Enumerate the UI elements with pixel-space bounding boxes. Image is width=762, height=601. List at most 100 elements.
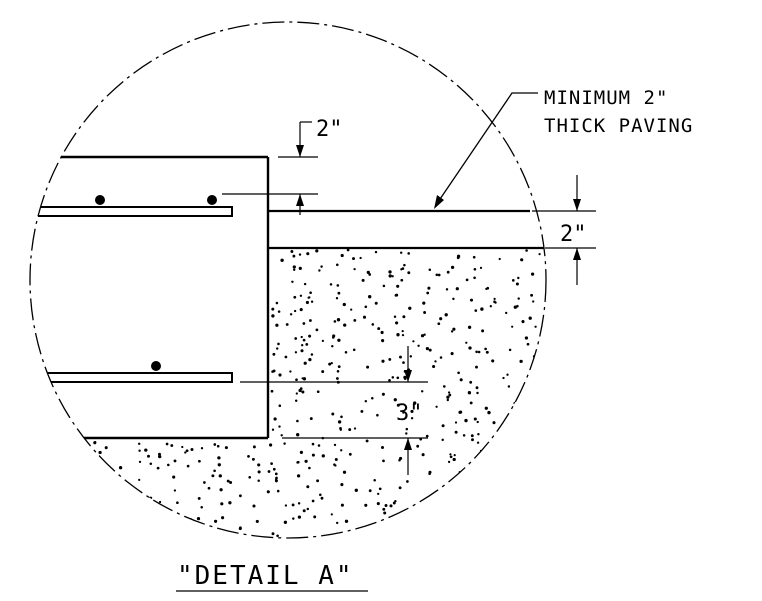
stipple-dot [190,448,194,451]
stipple-dot [476,441,480,444]
stipple-dot [137,537,140,538]
stipple-dot [423,333,426,336]
stipple-dot [537,494,541,498]
stipple-dot [407,271,411,275]
stipple-dot [472,255,476,259]
stipple-dot [410,409,414,413]
stipple-dot [133,494,137,497]
stipple-dot [295,392,298,395]
stipple-dot [393,528,397,533]
stipple-dot [150,534,154,537]
stipple-dot [309,291,312,295]
stipple-dot [467,391,472,395]
stipple-dot [68,483,72,486]
stipple-dot [56,497,61,501]
stipple-dot [151,522,155,525]
stipple-dot [472,516,476,520]
stipple-dot [305,300,309,305]
stipple-dot [257,463,261,467]
stipple-dot [460,472,464,476]
stipple-dot [348,428,352,432]
stipple-dot [519,359,523,364]
stipple-dot [405,427,409,431]
stipple-dot [147,454,150,458]
stipple-dot [72,448,75,452]
stipple-dot [513,448,517,452]
stipple-dot [51,534,55,538]
stipple-dot [301,390,305,394]
stipple-dot [292,517,295,520]
stipple-dot [275,323,279,327]
stipple-dot [360,409,364,413]
stipple-dot [382,284,386,288]
stipple-dot [493,493,496,496]
stipple-dot [465,341,468,344]
stipple-dot [403,377,407,380]
stipple-dot [149,462,153,466]
stipple-dot [216,444,220,448]
stipple-dot [335,297,339,300]
stipple-dot [156,466,160,470]
stipple-dot [524,481,527,485]
stipple-dot [471,475,475,479]
stipple-dot [409,355,413,358]
stipple-dot [380,330,384,335]
stipple-dot [285,323,289,326]
stipple-dot [316,479,320,483]
top-rebar [30,206,233,217]
stipple-dot [473,267,477,271]
stipple-dot [511,325,514,328]
stipple-dot [377,492,380,496]
stipple-dot [96,514,100,518]
stipple-dot [460,532,463,536]
stipple-dot [498,257,501,261]
stipple-dot [238,527,242,531]
stipple-dot [216,536,220,538]
stipple-dot [271,428,275,431]
stipple-dot [339,428,342,431]
stipple-dot [400,278,404,282]
stipple-dot [371,323,375,326]
stipple-dot [292,254,296,258]
stipple-dot [149,496,153,500]
stipple-dot [371,396,374,400]
top-cover-dimension [222,121,318,215]
stipple-dot [489,305,492,308]
paving-leader [435,92,538,206]
stipple-dot [454,430,458,434]
stipple-dot [320,265,323,268]
stipple-dot [284,504,288,507]
stipple-dot [67,500,70,503]
paving-callout-line2: THICK PAVING [544,115,693,137]
stipple-dot [138,478,141,482]
stipple-dot [470,434,474,438]
stipple-dot [308,466,311,470]
stipple-dot [197,496,201,500]
stipple-dot [302,509,306,513]
stipple-dot [58,530,62,534]
stipple-dot [524,336,529,340]
stipple-dot [452,297,455,301]
stipple-dot [503,438,506,441]
stipple-dot [185,449,189,453]
stipple-dot [485,350,489,354]
stipple-dot [175,530,179,534]
stipple-dot [158,454,162,459]
stipple-dot [294,399,298,402]
stipple-dot [471,438,474,442]
stipple-dot [450,330,454,333]
stipple-dot [30,471,32,475]
stipple-dot [494,301,497,304]
stipple-dot [422,301,426,305]
stipple-dot [454,421,458,424]
stipple-dot [428,268,432,272]
stipple-dot [238,494,242,498]
stipple-dot [336,284,340,287]
stipple-dot [300,335,303,339]
stipple-dot [57,502,61,506]
stipple-dot [340,253,344,258]
stipple-dot [30,490,33,493]
stipple-dot [211,474,215,478]
